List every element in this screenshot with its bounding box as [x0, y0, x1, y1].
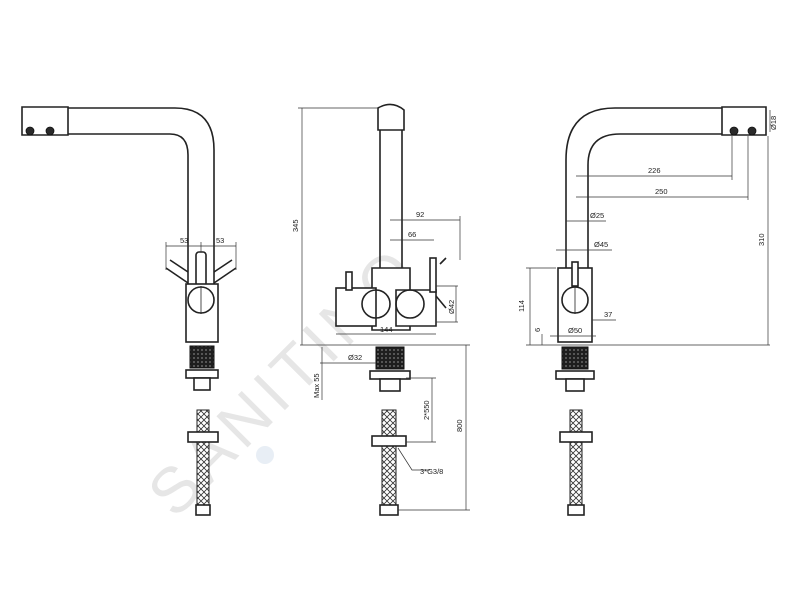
middle-dim-345: 345	[291, 219, 300, 232]
watermark-drop-icon	[256, 446, 274, 464]
right-mount-thread	[561, 346, 589, 370]
middle-view: 345 92 66 Ø42 144 Ø32 Max 55	[291, 103, 470, 516]
middle-dim-d32: Ø32	[348, 353, 362, 362]
middle-dim-800: 800	[455, 419, 464, 432]
right-dim-226: 226	[648, 166, 661, 175]
middle-dim-d42: Ø42	[447, 300, 456, 314]
right-dim-114: 114	[517, 300, 526, 312]
right-dim-250: 250	[655, 187, 668, 196]
right-dim-d45: Ø45	[594, 240, 608, 249]
middle-dim-thread: 3*G3/8	[420, 467, 443, 476]
left-spout-arm	[68, 107, 215, 290]
right-dim-d18: Ø18	[769, 116, 778, 130]
left-view: 53 53	[21, 106, 237, 516]
left-hose	[196, 409, 210, 506]
middle-spout	[377, 103, 405, 131]
middle-dim-92: 92	[416, 210, 424, 219]
middle-dim-66: 66	[408, 230, 416, 239]
left-dim-53-left: 53	[180, 236, 188, 245]
right-dim-d25: Ø25	[590, 211, 604, 220]
middle-dim-144: 144	[380, 325, 393, 334]
right-spout-head	[721, 106, 767, 136]
right-dim-d50: Ø50	[568, 326, 582, 335]
right-dim-37: 37	[604, 310, 612, 319]
middle-dim-2x550: 2*550	[422, 400, 431, 420]
right-view: Ø18 226 250 310 Ø25 Ø45 114 6 Ø50	[517, 106, 778, 516]
right-spout-arm	[565, 107, 722, 268]
left-handle-right	[213, 259, 237, 284]
right-dim-6: 6	[533, 328, 542, 332]
left-handle-left	[165, 259, 189, 284]
left-dim-53-right: 53	[216, 236, 224, 245]
right-hose	[569, 409, 583, 506]
right-dim-310: 310	[757, 233, 766, 246]
left-mount-thread	[189, 345, 215, 369]
middle-dim-max55: Max 55	[312, 373, 321, 398]
middle-hose	[381, 409, 397, 506]
left-spout-head	[21, 106, 69, 136]
middle-mount-thread	[375, 346, 405, 370]
